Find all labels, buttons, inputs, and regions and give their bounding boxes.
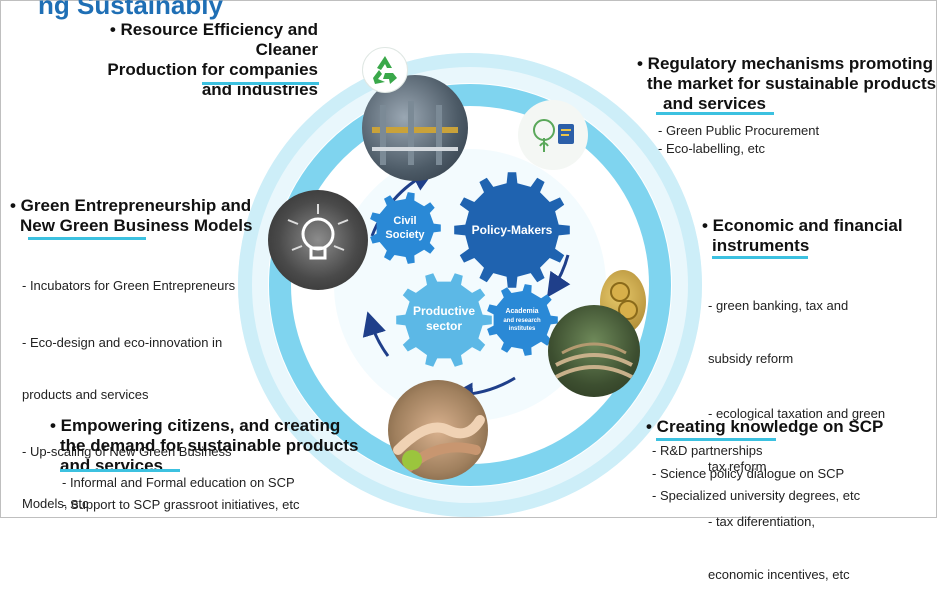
gear-productive-sector [396, 273, 492, 367]
list-item: economic incentives, etc [708, 566, 850, 582]
heading-line: • Economic and financial [702, 216, 903, 235]
list-item: - Informal and Formal education on SCP [62, 475, 295, 490]
gear-shape [487, 284, 558, 356]
gear-shape [454, 172, 570, 288]
list-item: - Support to SCP grassroot initiatives, … [62, 496, 300, 512]
heading-line: instruments [712, 236, 810, 255]
list-item: subsidy reform [708, 350, 794, 366]
underline-green-entrepreneurship [28, 237, 146, 240]
underline-resource-efficiency [202, 82, 319, 85]
heading-line: • Resource Efficiency and Cleaner [109, 20, 318, 59]
list-item: - Up-scaling of New Green Business [22, 443, 232, 459]
heading-knowledge: • Creating knowledge on SCP [646, 417, 883, 437]
gear-label-academia-3: institutes [509, 326, 536, 332]
ecolabel-icon [533, 119, 574, 152]
scp-cycle-diagram: Civil Society Policy-Makers Productive s… [238, 53, 702, 517]
gear-label-academia-1: Academia [505, 308, 538, 315]
underline-knowledge [656, 438, 776, 441]
heading-economic: • Economic and financial instruments [702, 216, 903, 256]
list-item: - tax diferentiation, [708, 514, 815, 529]
factory-icon [372, 101, 458, 165]
heading-line: Production for companies [107, 60, 318, 79]
cycle-arrow-right [546, 254, 571, 298]
ecolabel-photo [518, 100, 588, 170]
underline-regulatory [656, 112, 774, 115]
gear-label-productive-2: sector [426, 319, 462, 333]
recycle-badge [362, 47, 408, 93]
lightbulb-icon [287, 204, 349, 260]
heading-empowering: • Empowering citizens, and creating the … [50, 416, 359, 476]
list-item: - ecological taxation and green [708, 406, 886, 421]
heading-resource-efficiency: • Resource Efficiency and Cleaner Produc… [46, 20, 318, 100]
heading-line: • Green Entrepreneurship and [10, 196, 252, 215]
list-item: - Eco-labelling, etc [658, 140, 765, 156]
gear-label-civil-2: Society [385, 229, 425, 241]
list-item: - Science policy dialogue on SCP [652, 465, 845, 481]
heading-regulatory: • Regulatory mechanisms promoting the ma… [637, 54, 936, 114]
gear-label-academia-2: and research [503, 318, 541, 324]
heading-line: and services [60, 456, 164, 475]
gear-academia [487, 284, 558, 356]
outer-ring [238, 53, 702, 517]
hands-icon [393, 415, 485, 473]
gear-policy-makers [454, 172, 570, 288]
cycle-arrow-left [362, 311, 390, 357]
list-knowledge: - R&D partnerships - Science policy dial… [652, 442, 860, 505]
list-item: Models, etc [22, 496, 89, 511]
list-item: - green banking, tax and [708, 298, 849, 313]
factory-photo [362, 75, 468, 181]
list-item: - Incubators for Green Entrepreneurs [22, 278, 236, 293]
list-green-entrepreneurship: - Incubators for Green Entrepreneurs - E… [22, 242, 235, 530]
hands-photo [388, 380, 488, 480]
list-item: - Eco-design and eco-innovation in [22, 334, 223, 350]
list-item: products and services [22, 387, 149, 402]
gear-label-productive-1: Productive [413, 304, 475, 318]
gear-shape [370, 192, 441, 264]
heading-green-entrepreneurship: • Green Entrepreneurship and New Green B… [10, 196, 252, 236]
underline-economic [712, 256, 808, 259]
recycle-icon [373, 56, 397, 84]
gear-shape [396, 273, 492, 367]
page-title-fragment: ng Sustainably [38, 0, 223, 20]
auditorium-photo [548, 305, 640, 397]
lightbulb-photo [268, 190, 368, 290]
middle-ring [269, 84, 671, 486]
auditorium-icon [555, 342, 633, 379]
heading-line: the market for sustainable products [647, 74, 937, 93]
heading-line: and services [663, 94, 767, 113]
list-empowering: - Informal and Formal education on SCP -… [62, 474, 299, 513]
gear-label-civil-1: Civil [393, 215, 416, 227]
heading-line: the demand for sustainable products [60, 436, 359, 455]
heading-line: • Empowering citizens, and creating [50, 416, 341, 435]
coins-icon [610, 282, 638, 320]
list-item: - R&D partnerships [652, 443, 763, 458]
list-item: - Green Public Procurement [658, 123, 820, 138]
gear-label-policy: Policy-Makers [472, 223, 553, 237]
list-item: - Specialized university degrees, etc [652, 488, 861, 503]
gear-civil-society [370, 192, 441, 264]
list-item: tax reform [708, 458, 767, 474]
heading-line: • Creating knowledge on SCP [646, 417, 884, 436]
underline-empowering [60, 469, 180, 472]
heading-line: New Green Business Models [20, 216, 253, 235]
heading-line: • Regulatory mechanisms promoting [637, 54, 933, 73]
list-regulatory: - Green Public Procurement - Eco-labelli… [658, 122, 819, 157]
